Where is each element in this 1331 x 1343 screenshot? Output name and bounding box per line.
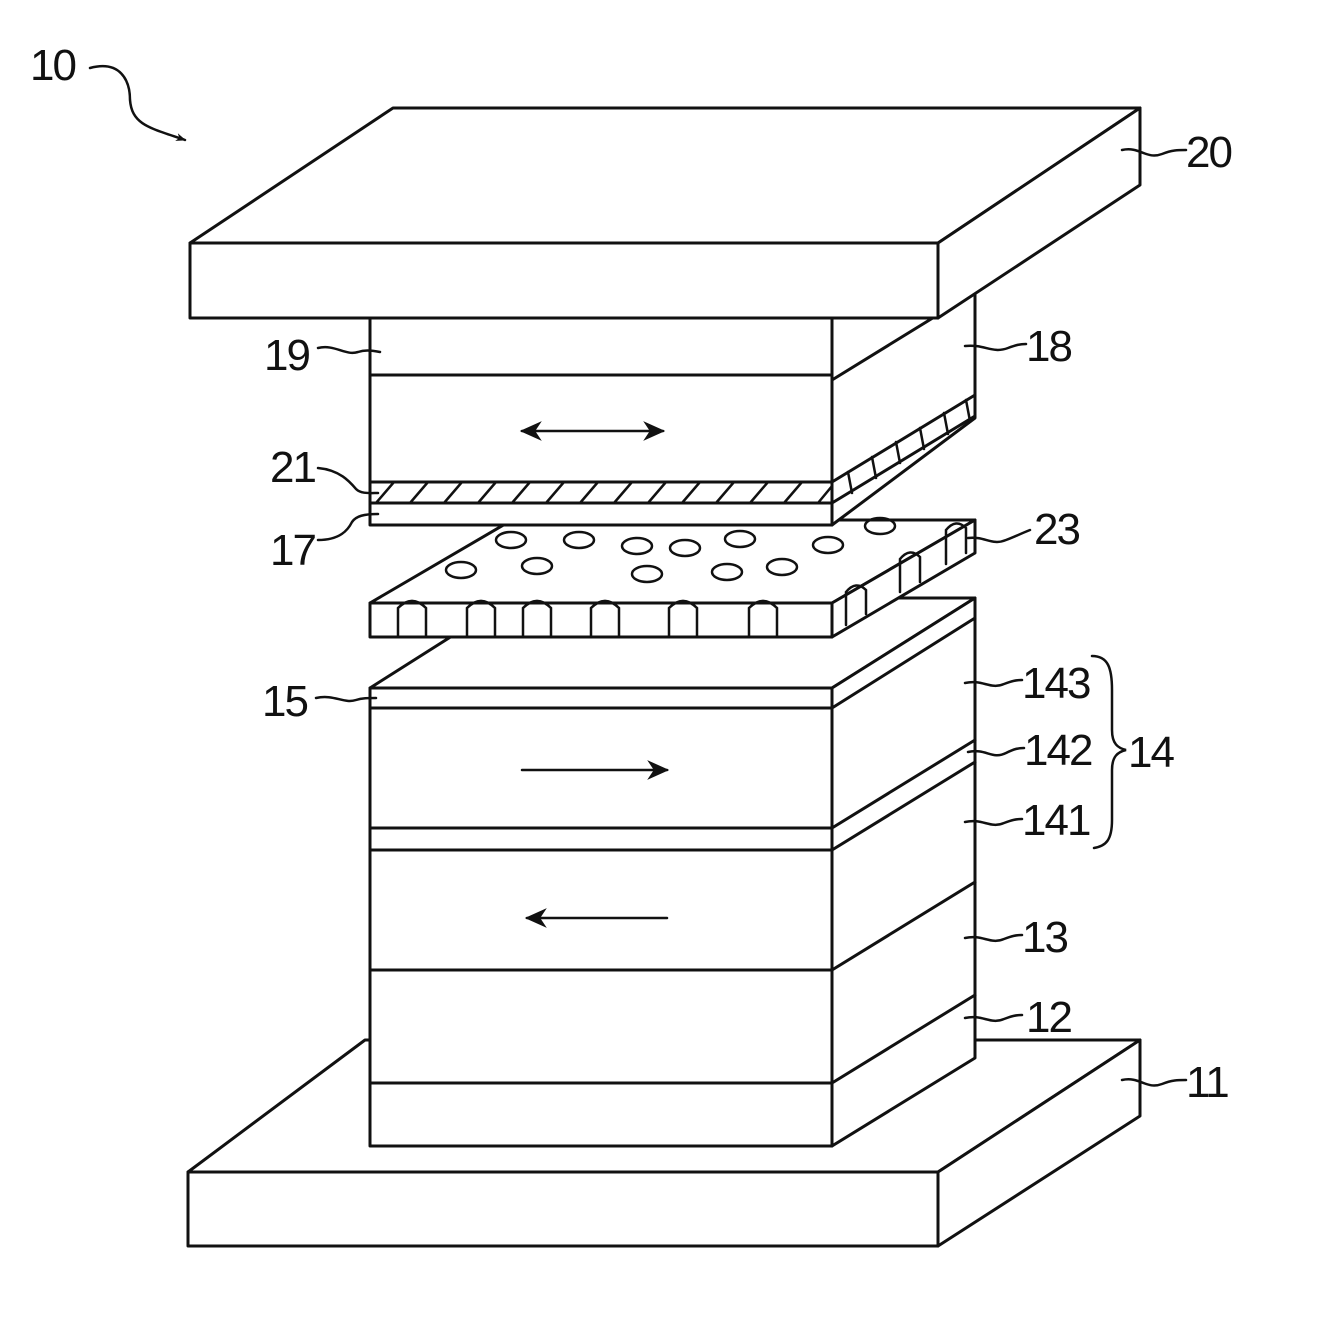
label-12: 12 [1026,993,1071,1042]
label-13: 13 [1022,913,1067,962]
lower-stack [370,598,975,1146]
label-19: 19 [264,331,309,380]
label-14: 14 [1128,728,1174,777]
label-15: 15 [262,677,307,726]
label-18: 18 [1026,322,1071,371]
label-23: 23 [1034,505,1079,554]
label-142: 142 [1024,726,1092,775]
label-21: 21 [270,443,315,492]
label-17: 17 [270,526,315,575]
label-141: 141 [1022,796,1090,845]
label-143: 143 [1022,659,1090,708]
label-10: 10 [30,41,75,90]
upper-stack [370,292,975,525]
top-plate-20 [190,108,1140,318]
label-20: 20 [1186,128,1231,177]
label-11: 11 [1186,1058,1228,1107]
